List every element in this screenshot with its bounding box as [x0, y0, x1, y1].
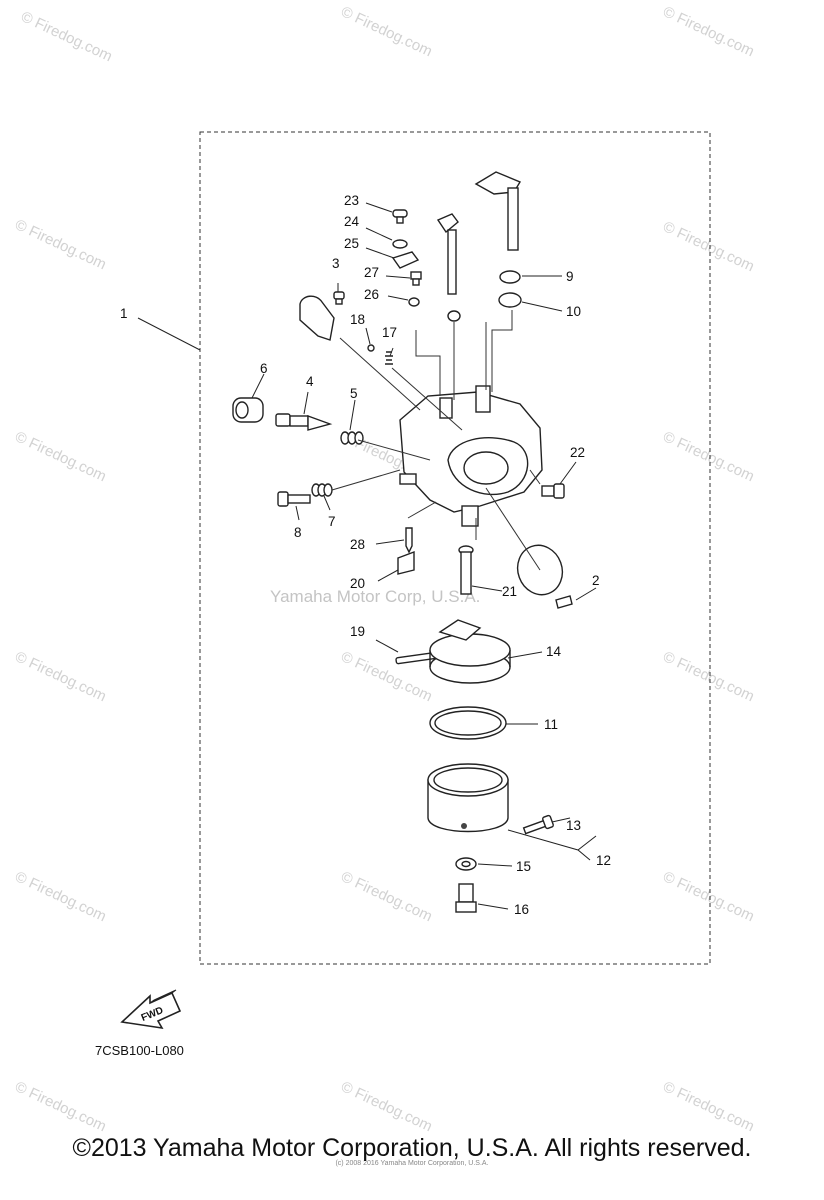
part-16-drain-screw: [455, 883, 477, 913]
part-11-gasket: [429, 706, 507, 740]
watermark: © Firedog.com: [12, 428, 109, 485]
part-26-oring: [408, 297, 420, 307]
watermark: © Firedog.com: [12, 648, 109, 705]
parts-layer: [232, 171, 573, 913]
part-2-screw: [555, 595, 573, 609]
part-4-pilot-screw: [275, 413, 333, 431]
callout-10: 10: [566, 304, 581, 319]
footer-copyright: ©2013 Yamaha Motor Corporation, U.S.A. A…: [72, 1134, 752, 1162]
callout-23: 23: [344, 193, 359, 208]
callout-11: 11: [544, 717, 558, 732]
watermark: © Firedog.com: [660, 868, 757, 925]
part-28-needle: [405, 527, 413, 554]
watermark: © Firedog.com: [660, 1078, 757, 1135]
part-8-screw: [277, 491, 311, 507]
watermark: © Firedog.com: [660, 3, 757, 60]
watermark: © Firedog.com: [338, 3, 435, 60]
part-24-washer: [392, 239, 408, 249]
watermark: © Firedog.com: [338, 1078, 435, 1135]
watermark: © Firedog.com: [18, 8, 115, 65]
callout-4: 4: [306, 374, 314, 389]
callout-12: 12: [596, 853, 611, 868]
watermark: © Firedog.com: [12, 1078, 109, 1135]
assembly-frame: [199, 131, 711, 965]
callout-28: 28: [350, 537, 365, 552]
fwd-arrow-icon: FWD: [120, 989, 182, 1030]
part-14-float: [429, 619, 511, 684]
callout-1: 1: [120, 306, 128, 321]
footer-small-print: (c) 2008 2016 Yamaha Motor Corporation, …: [335, 1160, 489, 1167]
center-watermark: Yamaha Motor Corp, U.S.A.: [270, 587, 480, 606]
part-9-seal: [499, 270, 521, 284]
callout-2: 2: [592, 573, 600, 588]
callout-14: 14: [546, 644, 562, 659]
part-17-spring: [385, 351, 393, 365]
callout-9: 9: [566, 269, 574, 284]
callout-22: 22: [570, 445, 585, 460]
part-22-screw: [541, 483, 565, 499]
part-bracket-plate: [299, 295, 335, 341]
part-7-spring: [311, 483, 333, 497]
guide-lines: [331, 310, 541, 571]
part-choke-shaft: [436, 213, 459, 295]
part-23-screw: [392, 209, 408, 224]
part-10-seal: [498, 292, 522, 308]
part-code: 7CSB100-L080: [95, 1043, 184, 1058]
callout-8: 8: [294, 525, 302, 540]
part-throttle-shaft: [474, 171, 522, 251]
part-18-ball: [367, 344, 375, 352]
callout-27: 27: [364, 265, 379, 280]
callout-3: 3: [332, 256, 340, 271]
callout-20: 20: [350, 576, 365, 591]
watermark: © Firedog.com: [660, 428, 757, 485]
callout-6: 6: [260, 361, 268, 376]
watermark: © Firedog.com: [338, 868, 435, 925]
callout-5: 5: [350, 386, 358, 401]
callout-21: 21: [502, 584, 517, 599]
part-27-jet: [410, 271, 422, 286]
watermark-layer: © Firedog.com © Firedog.com © Firedog.co…: [12, 3, 757, 1135]
callout-17: 17: [382, 325, 397, 340]
callout-7: 7: [328, 514, 336, 529]
part-20-clip: [397, 550, 415, 575]
callout-15: 15: [516, 859, 531, 874]
callout-16: 16: [514, 902, 529, 917]
part-5-spring: [340, 431, 364, 445]
part-25-plate: [391, 251, 420, 269]
callout-26: 26: [364, 287, 379, 302]
watermark: © Firedog.com: [660, 218, 757, 275]
part-13-screw: [522, 814, 554, 835]
part-6-knob: [232, 397, 264, 423]
callout-24: 24: [344, 214, 360, 229]
part-12-float-bowl: [427, 763, 509, 833]
part-carburetor-body: [399, 385, 543, 527]
callout-19: 19: [350, 624, 365, 639]
part-3-screw: [333, 291, 345, 305]
callout-leaders: [137, 202, 597, 910]
part-small-screw: [447, 310, 461, 322]
watermark: © Firedog.com: [660, 648, 757, 705]
callout-18: 18: [350, 312, 365, 327]
callouts-layer: 1 2 3 4 5 6 7 8 9 10 11 12 13 14 15 16 1…: [120, 193, 611, 917]
callout-25: 25: [344, 236, 359, 251]
callout-13: 13: [566, 818, 581, 833]
part-15-washer: [455, 857, 477, 871]
part-21-nozzle: [458, 545, 474, 595]
watermark: © Firedog.com: [12, 868, 109, 925]
watermark: © Firedog.com: [12, 216, 109, 273]
